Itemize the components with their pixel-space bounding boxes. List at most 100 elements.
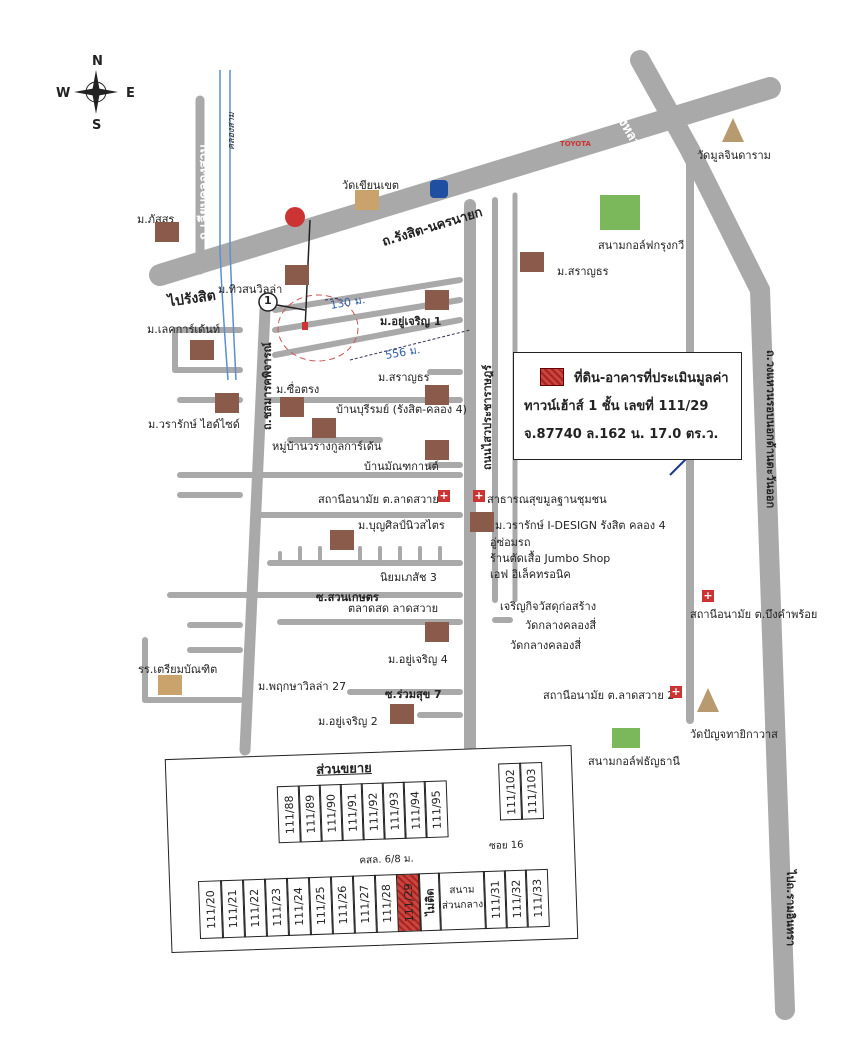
school-icon [158, 675, 182, 695]
plot-number: 111/32 [509, 879, 524, 919]
plot-number: 111/28 [379, 883, 395, 924]
place-wat-panya: วัดปัญจทายิกาวาส [690, 728, 778, 741]
distance-line-556 [349, 329, 471, 361]
plot: 111/33 [524, 868, 550, 928]
place-wat-khian-khet: วัดเขียนเขต [342, 179, 399, 192]
housing-icon [215, 393, 239, 413]
golf-course-icon [600, 195, 640, 230]
housing-icon [190, 340, 214, 360]
hospital-icon: + [473, 489, 485, 502]
compass-w: W [56, 86, 71, 101]
canal-khlong-sam [219, 70, 237, 381]
place-m-sue-trong: ม.ซื่อตรง [276, 383, 320, 396]
plot-number: 111/24 [291, 886, 307, 927]
place-mu-ban-wararak: หมู่บ้านวรางกูลการ์เด้น [272, 440, 382, 453]
place-golf-krungthep: สนามกอล์ฟกรุงกวี [598, 239, 685, 252]
plot-number: 111/89 [303, 794, 318, 834]
plot-number: 111/20 [203, 890, 219, 930]
housing-icon [285, 265, 309, 285]
canal-label: คลองสาม [227, 112, 237, 150]
compass-s: S [92, 118, 102, 133]
temple-icon [355, 190, 379, 210]
place-wat-klang-1: วัดกลางคลองสี่ [525, 619, 597, 632]
plot: 111/103 [519, 761, 545, 820]
legend-line-1: ที่ดิน-อาคารที่ประเมินมูลค่า [574, 371, 729, 386]
toyota-label: TOYOTA [560, 140, 591, 148]
plot-number: 111/93 [387, 791, 402, 831]
place-niyom-pharmacy: นิยมเภสัช 3 [380, 571, 437, 584]
marker-circle [258, 292, 278, 312]
place-m-lake-garden: ม.เลคการ์เด้นท์ [147, 323, 221, 336]
legend-line-3: จ.87740 ล.162 น. 17.0 ตร.ว. [524, 427, 719, 442]
place-charoen-kit: เจริญกิจวัสดุก่อสร้าง [500, 600, 597, 613]
place-m-yucharoen-4: ม.อยู่เจริญ 4 [388, 653, 448, 666]
plot-number: 111/90 [324, 793, 339, 833]
plot-number: 111/88 [282, 794, 297, 834]
plot-number: 111/22 [247, 888, 263, 928]
road-label-chonlamark: ถ.ชลมารคพิจารณ์ [261, 342, 274, 430]
compass-e: E [126, 86, 135, 101]
common-area-label: สนาม ส่วนกลาง [441, 884, 484, 912]
place-m-yucharoen-2: ม.อยู่เจริญ 2 [318, 715, 378, 728]
inset-title: ส่วนขยาย [315, 760, 372, 778]
bank-icon [430, 180, 448, 198]
place-m-thawan-villa: ม.ทิวสนวิลล่า [218, 283, 283, 296]
road-chonlamark [239, 304, 271, 756]
housing-icon [330, 530, 354, 550]
place-m-bunsilp: ม.บุญศิลป์นิวสไตร [358, 519, 445, 532]
housing-icon [390, 704, 414, 724]
plot-number: 111/27 [357, 884, 373, 924]
place-ban-manthakan: บ้านมัณฑกานต์ [364, 460, 439, 473]
inset-soi: ซอย 16 [488, 839, 524, 852]
soi-suan-kaset: ซ.สวนเกษตร [316, 591, 379, 604]
hospital-icon: + [702, 589, 714, 602]
housing-icon [155, 222, 179, 242]
road-label-liap-khlong-sam: ถ.เลียบคลองสาม [197, 144, 212, 240]
road-ring [630, 50, 795, 1020]
hospital-icon: + [438, 489, 450, 502]
place-wat-klang-2: วัดกลางคลองสี่ [510, 639, 582, 652]
place-m-yucharoen-1: ม.อยู่เจริญ 1 [380, 315, 442, 328]
hospital-icon: + [670, 685, 682, 698]
plot-number: 111/92 [366, 791, 381, 831]
place-m-saransorn: ม.สราญธร [557, 265, 609, 278]
subject-legend-box: ที่ดิน-อาคารที่ประเมินมูลค่า ทาวน์เฮ้าส์… [513, 352, 742, 460]
gas-station-icon [285, 207, 305, 227]
housing-icon [425, 290, 449, 310]
subject-location [302, 322, 308, 330]
housing-icon [470, 512, 494, 532]
not-adjacent-label: ไม่ติด [423, 888, 438, 916]
plot-number: 111/31 [488, 880, 503, 920]
housing-icon [520, 252, 544, 272]
housing-icon [280, 397, 304, 417]
plot-common-area: สนาม ส่วนกลาง [437, 871, 487, 931]
plot-number: 111/26 [335, 885, 351, 925]
plot-number: 111/29 [401, 883, 417, 923]
place-electronic: เอฟ อิเล็คทรอนิค [490, 568, 571, 581]
plot-number: 111/95 [428, 789, 444, 829]
subject-area-circle [277, 294, 359, 362]
marker-number: 1 [264, 294, 272, 307]
plot-number: 111/103 [524, 767, 539, 814]
place-golf-thanyaburi: สนามกอล์ฟธัญธานี [588, 755, 680, 768]
legend-line-2: ทาวน์เฮ้าส์ 1 ชั้น เลขที่ 111/29 [524, 399, 709, 414]
place-m-wararak-idesign: ม.วรารักษ์ I-DESIGN รังสิต คลอง 4 [495, 519, 666, 532]
place-m-wararak-hyde: ม.วรารักษ์ ไฮด์ไซด์ [148, 418, 240, 431]
soi-ruam-suk: ซ.ร่วมสุข 7 [385, 688, 442, 701]
place-garage: อู่ซ่อมรถ [490, 536, 531, 549]
plot: 111/95 [423, 780, 449, 839]
road-label-to-ramintra: ไปถ.รามอินทรา [784, 870, 797, 947]
golf-course-icon [612, 728, 640, 748]
plot-number: 111/23 [269, 887, 285, 927]
plot-number: 111/21 [225, 889, 241, 929]
housing-icon [425, 440, 449, 460]
housing-icon [425, 385, 449, 405]
plot-number: 111/33 [530, 878, 545, 918]
place-wat-mun-chindaram: วัดมูลจินดาราม [697, 149, 771, 162]
place-health-center-community: สาธารณสุขมูลฐานชุมชน [487, 493, 607, 506]
place-health-lat-sawai: สถานีอนามัย ต.ลาดสวาย [318, 493, 439, 506]
place-health-bueng: สถานีอนามัย ต.บึงคำพร้อย [690, 608, 818, 621]
